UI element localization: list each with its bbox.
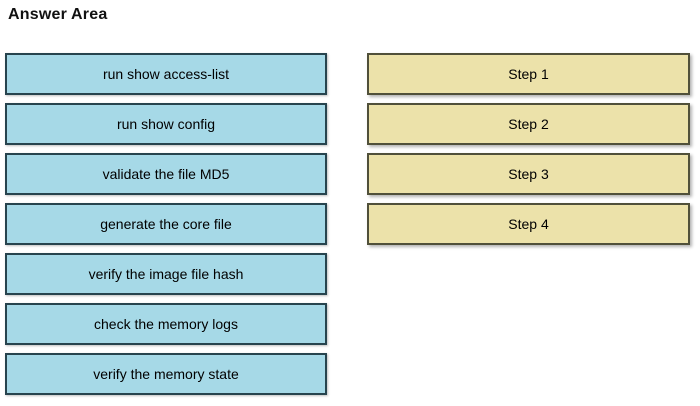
option-run-show-config[interactable]: run show config [5, 103, 327, 145]
answer-area-title: Answer Area [8, 6, 108, 23]
step-slot-3[interactable]: Step 3 [367, 153, 690, 195]
option-run-show-access-list[interactable]: run show access-list [5, 53, 327, 95]
options-column: run show access-list run show config val… [5, 53, 327, 403]
steps-column: Step 1 Step 2 Step 3 Step 4 [367, 53, 690, 253]
option-verify-the-memory-state[interactable]: verify the memory state [5, 353, 327, 395]
option-generate-the-core-file[interactable]: generate the core file [5, 203, 327, 245]
option-validate-the-file-md5[interactable]: validate the file MD5 [5, 153, 327, 195]
step-slot-4[interactable]: Step 4 [367, 203, 690, 245]
option-check-the-memory-logs[interactable]: check the memory logs [5, 303, 327, 345]
step-slot-1[interactable]: Step 1 [367, 53, 690, 95]
step-slot-2[interactable]: Step 2 [367, 103, 690, 145]
option-verify-the-image-file-hash[interactable]: verify the image file hash [5, 253, 327, 295]
